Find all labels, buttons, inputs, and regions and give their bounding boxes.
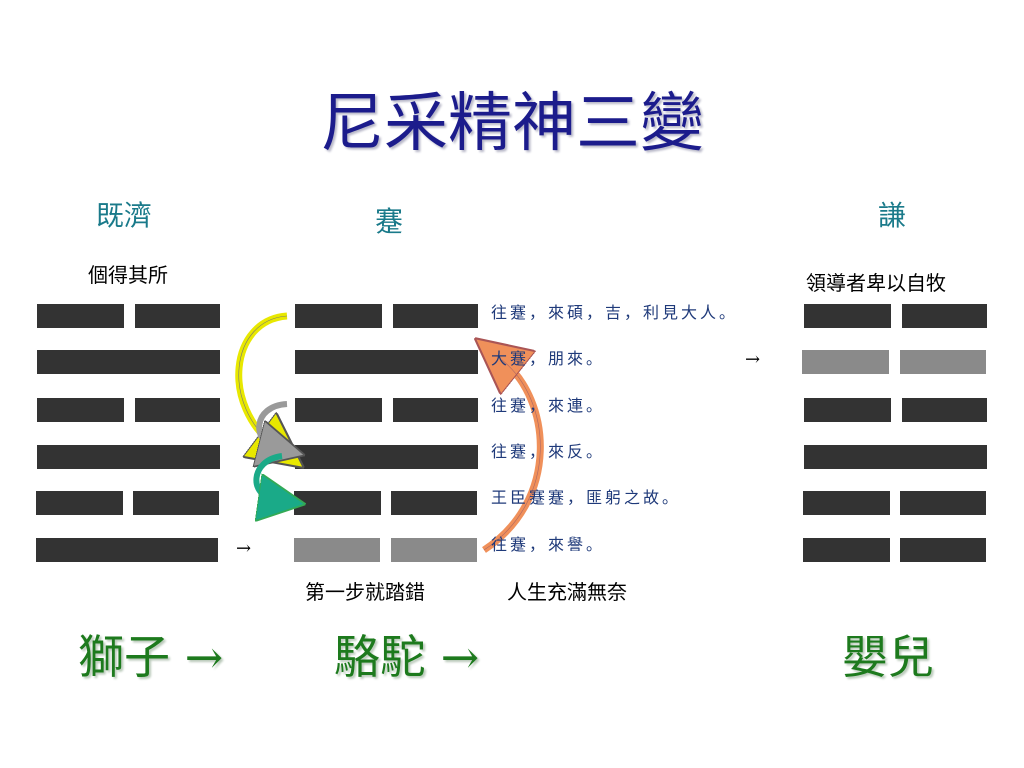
- hexagram-line: [37, 445, 220, 469]
- gray-curved-arrow: [259, 401, 287, 448]
- caption-life: 人生充滿無奈: [507, 580, 627, 604]
- hexagram-line: [803, 538, 890, 562]
- left-column-subtitle: 個得其所: [88, 263, 168, 287]
- hexagram-line: [135, 304, 220, 328]
- hexagram-line: [135, 398, 220, 422]
- hexagram-line: [393, 304, 478, 328]
- hexagram-line: [902, 304, 987, 328]
- hexagram-line: [393, 398, 478, 422]
- hexagram-line: [804, 445, 987, 469]
- hexagram-line: [295, 445, 478, 469]
- hexagram-line: [36, 538, 218, 562]
- hexagram-line: [804, 304, 891, 328]
- verse-line-3: 往蹇，來連。: [491, 396, 606, 415]
- right-column-subtitle: 領導者卑以自牧: [806, 271, 946, 295]
- verse-line-5: 王臣蹇蹇，匪躬之故。: [491, 488, 682, 507]
- hexagram-line: [900, 491, 986, 515]
- hexagram-line-changing: [391, 538, 477, 562]
- verse-line-1: 往蹇，來碩，吉，利見大人。: [491, 303, 739, 322]
- hexagram-line: [900, 538, 986, 562]
- hexagram-line: [295, 350, 478, 374]
- hexagram-line: [36, 491, 123, 515]
- verse-line-2: 大蹇，朋來。: [491, 349, 606, 368]
- caption-first-step: 第一步就踏錯: [305, 580, 425, 604]
- left-column-head: 既濟: [96, 199, 153, 232]
- hexagram-line: [37, 304, 124, 328]
- yellow-curved-arrow-edge: [238, 315, 288, 448]
- hexagram-line: [804, 398, 891, 422]
- yellow-curved-arrow: [235, 312, 287, 447]
- hexagram-line: [803, 491, 890, 515]
- arrow-to-changing-line: →: [236, 538, 252, 559]
- hexagram-line: [37, 350, 220, 374]
- hexagram-line: [295, 398, 382, 422]
- hexagram-line: [294, 491, 381, 515]
- arrow-to-changing-line: →: [745, 349, 761, 370]
- right-column-head: 謙: [878, 199, 907, 232]
- label-lion: 獅子 →: [78, 630, 224, 684]
- hexagram-line-changing: [294, 538, 380, 562]
- label-baby: 嬰兒: [842, 630, 934, 684]
- hexagram-line: [133, 491, 219, 515]
- hexagram-line: [295, 304, 382, 328]
- hexagram-line: [391, 491, 477, 515]
- hexagram-line-changing: [900, 350, 986, 374]
- verse-line-4: 往蹇，來反。: [491, 442, 606, 461]
- middle-column-head: 蹇: [375, 205, 404, 238]
- hexagram-line: [37, 398, 124, 422]
- hexagram-line-changing: [802, 350, 889, 374]
- label-camel: 駱駝 →: [334, 630, 480, 684]
- green-curved-arrow: [253, 453, 282, 500]
- verse-line-6: 往蹇，來譽。: [491, 535, 606, 554]
- hexagram-line: [902, 398, 987, 422]
- page-title: 尼采精神三變: [320, 87, 704, 161]
